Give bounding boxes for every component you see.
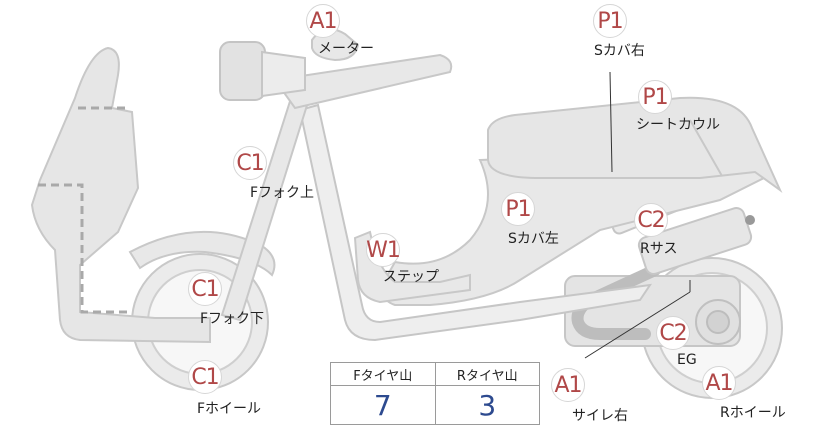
tire-tread-table: Fタイヤ山 Rタイヤ山 7 3 [330,362,540,425]
label-s-cover-right: Sカバ右 [594,43,645,59]
label-f-fork-upper: Fフォク上 [250,185,315,201]
badge-r-wheel: A1 [702,366,736,400]
front-body [30,46,211,344]
label-muffler-right: サイレ右 [572,408,628,424]
badge-s-cover-left: P1 [501,192,535,226]
label-seat-cowl: シートカウル [636,117,720,133]
tire-tread-value-row: 7 3 [330,385,540,425]
label-engine: EG [677,352,697,368]
badge-r-suspension: C2 [634,203,668,237]
front-tire-value: 7 [330,385,436,425]
label-f-fork-lower: Fフォク下 [200,311,265,327]
rear-tire-value: 3 [434,385,540,425]
rear-shock-bolt [745,215,755,225]
badge-f-fork-lower: C1 [188,272,222,306]
label-s-cover-left: Sカバ左 [508,231,559,247]
badge-s-cover-right: P1 [593,4,627,38]
badge-step: W1 [366,233,401,267]
headlight-housing [261,50,306,98]
engine-hub-center [706,310,730,334]
label-f-wheel: Fホイール [197,401,262,417]
headlight [219,41,266,101]
label-r-suspension: Rサス [640,241,678,257]
front-body-dash-2 [38,183,132,314]
rear-tire-header: Rタイヤ山 [434,362,540,386]
badge-f-fork-upper: C1 [233,146,267,180]
badge-seat-cowl: P1 [638,80,672,114]
label-r-wheel: Rホイール [720,405,786,421]
frame-tube [298,103,653,342]
front-fender [128,230,276,277]
badge-muffler-right: A1 [551,368,585,402]
front-tire-header: Fタイヤ山 [330,362,436,386]
seat-cowl-divider [689,119,723,177]
badge-meter: A1 [306,4,340,38]
badge-engine: C2 [656,316,690,350]
leader-line-s-cover [609,71,613,173]
label-step: ステップ [383,269,439,285]
front-fork [220,93,310,322]
leader-line-muffler [584,291,691,359]
badge-f-wheel: C1 [188,360,222,394]
handlebar [273,53,453,110]
seat-cowl-shape [487,96,783,193]
tire-tread-header-row: Fタイヤ山 Rタイヤ山 [330,362,540,386]
label-meter: メーター [318,41,374,57]
